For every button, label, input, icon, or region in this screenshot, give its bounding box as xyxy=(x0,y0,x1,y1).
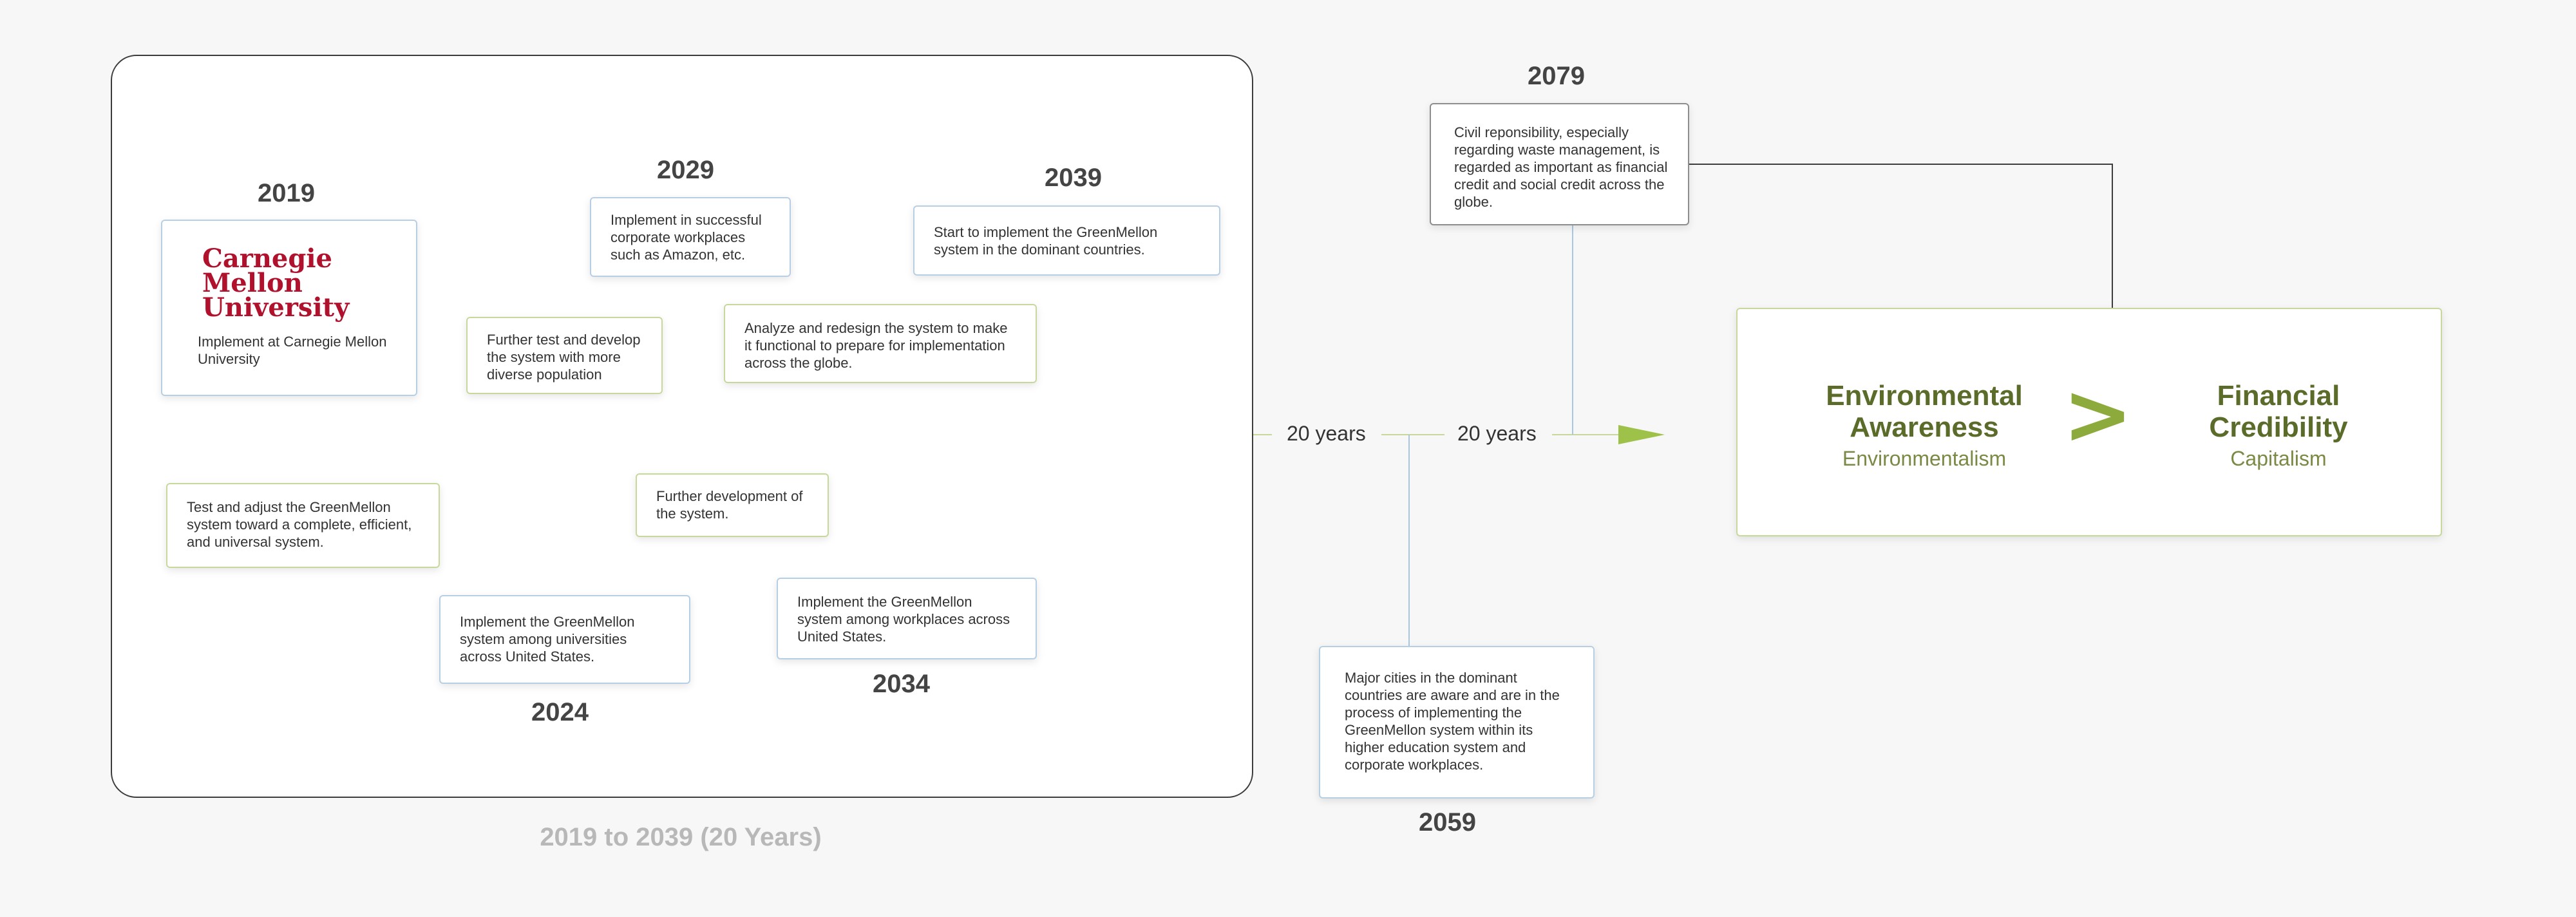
year-2039: 2039 xyxy=(1045,164,1102,192)
comparison-left: Environmental Awareness Environmentalism xyxy=(1815,380,2034,471)
cmu-logo: Carnegie Mellon University xyxy=(202,243,350,323)
event-analyze-box: Analyze and redesign the system to make … xyxy=(724,304,1037,383)
year-2019: 2019 xyxy=(258,179,315,207)
comparison-right-title: Financial Credibility xyxy=(2209,380,2348,443)
event-2034-box: Implement the GreenMellon system among w… xyxy=(777,578,1037,659)
event-2029-text: Implement in successful corporate workpl… xyxy=(611,212,762,263)
year-2024: 2024 xyxy=(531,698,589,726)
greater-than-icon: > xyxy=(2063,365,2133,463)
comparison-left-subtitle: Environmentalism xyxy=(1842,447,2007,470)
event-2019-box: Carnegie Mellon University Implement at … xyxy=(161,220,417,396)
event-2034-text: Implement the GreenMellon system among w… xyxy=(797,594,1010,645)
event-2059-box: Major cities in the dominant countries a… xyxy=(1319,646,1595,799)
event-2039-box: Start to implement the GreenMellon syste… xyxy=(913,205,1220,276)
event-test-adjust-box: Test and adjust the GreenMellon system t… xyxy=(166,483,440,568)
event-analyze-text: Analyze and redesign the system to make … xyxy=(744,320,1008,371)
arrowhead-icon xyxy=(1618,425,1665,444)
event-2079-text: Civil reponsibility, especially regardin… xyxy=(1454,124,1668,210)
comparison-left-title: Environmental Awareness xyxy=(1826,380,2023,443)
event-2024-box: Implement the GreenMellon system among u… xyxy=(439,595,690,684)
span-label-2: 20 years xyxy=(1444,422,1549,446)
event-2039-text: Start to implement the GreenMellon syste… xyxy=(934,224,1158,258)
comparison-box: Environmental Awareness Environmentalism… xyxy=(1736,308,2442,536)
range-label: 2019 to 2039 (20 Years) xyxy=(540,823,822,851)
event-test-adjust-text: Test and adjust the GreenMellon system t… xyxy=(187,499,412,550)
year-2079: 2079 xyxy=(1528,62,1585,90)
event-further-development-text: Further development of the system. xyxy=(656,488,803,522)
comparison-right: Financial Credibility Capitalism xyxy=(2169,380,2388,471)
event-2079-box: Civil reponsibility, especially regardin… xyxy=(1430,103,1689,225)
event-2029-box: Implement in successful corporate workpl… xyxy=(590,197,791,277)
event-2059-text: Major cities in the dominant countries a… xyxy=(1345,670,1560,773)
year-2059: 2059 xyxy=(1419,808,1476,837)
event-2024-text: Implement the GreenMellon system among u… xyxy=(460,614,635,665)
event-further-test-text: Further test and develop the system with… xyxy=(487,332,641,383)
year-2029: 2029 xyxy=(657,156,714,184)
event-further-test-box: Further test and develop the system with… xyxy=(466,317,663,394)
event-further-development-box: Further development of the system. xyxy=(636,473,829,537)
span-label-1: 20 years xyxy=(1274,422,1379,446)
year-2034: 2034 xyxy=(873,670,930,698)
event-2019-text: Implement at Carnegie Mellon University xyxy=(198,334,387,367)
comparison-right-subtitle: Capitalism xyxy=(2230,447,2327,470)
